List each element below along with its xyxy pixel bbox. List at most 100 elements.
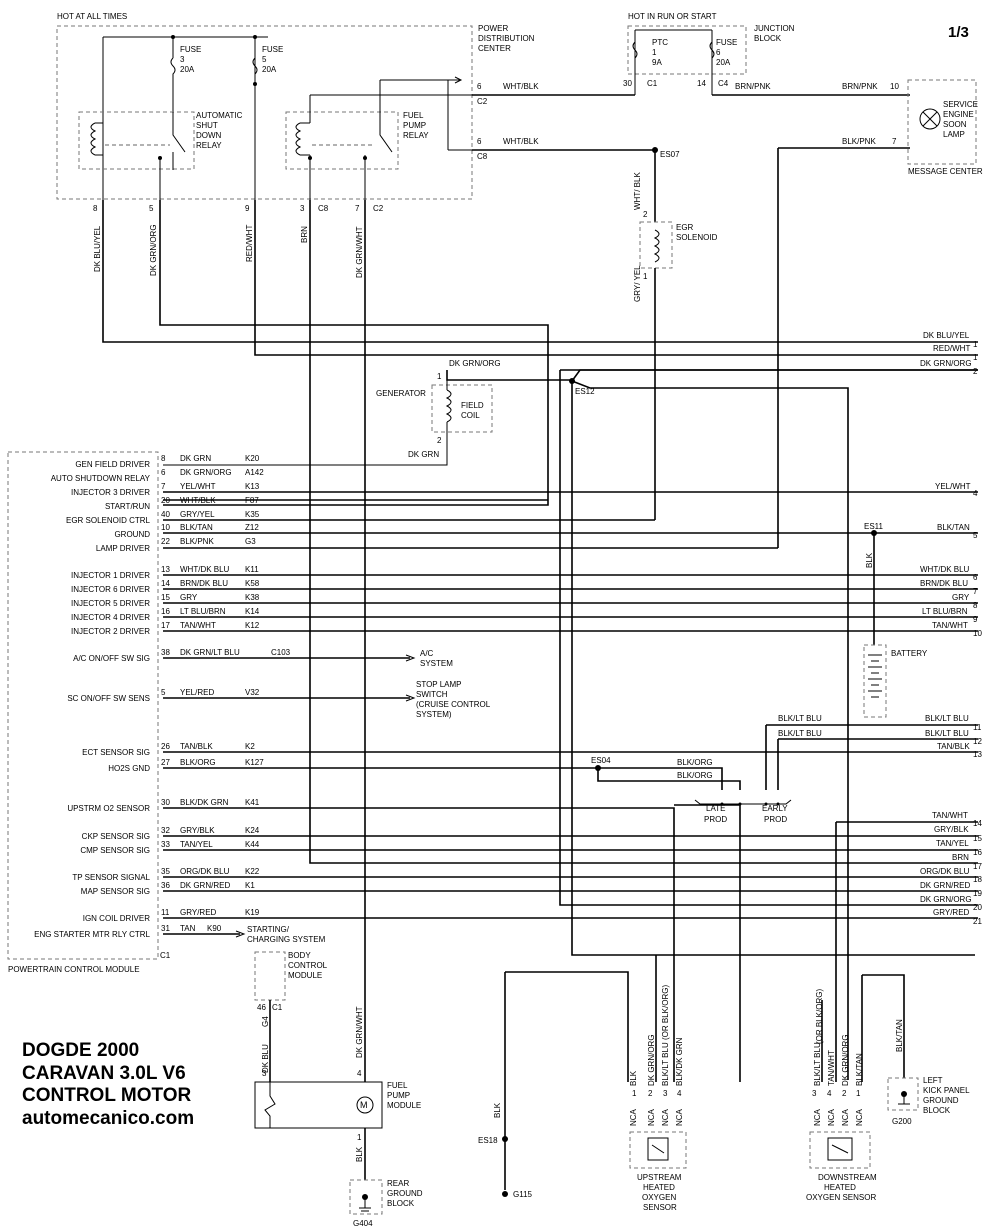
pcm-pin-number: 31 xyxy=(161,924,170,933)
svg-text:MODULE: MODULE xyxy=(387,1101,421,1110)
svg-text:1: 1 xyxy=(357,1133,362,1142)
junction-block: HOT IN RUN OR START JUNCTION BLOCK PTC 1… xyxy=(623,12,910,96)
svg-text:C4: C4 xyxy=(718,79,729,88)
pcm-wire-color: YEL/RED xyxy=(180,688,214,697)
svg-text:BLOCK: BLOCK xyxy=(387,1199,415,1208)
powertrain-control-module: POWERTRAIN CONTROL MODULE C1 xyxy=(7,451,171,974)
svg-text:automecanico.com: automecanico.com xyxy=(22,1108,194,1129)
pcm-circuit-id: K13 xyxy=(245,482,260,491)
pcm-circuit-id: K24 xyxy=(245,826,260,835)
svg-text:4: 4 xyxy=(973,489,978,498)
svg-text:DK GRN/ORG: DK GRN/ORG xyxy=(149,224,158,276)
pcm-wire-color: BLK/ORG xyxy=(180,758,216,767)
svg-text:BLK/PNK: BLK/PNK xyxy=(842,137,876,146)
prod-bracket xyxy=(694,799,792,805)
svg-text:2: 2 xyxy=(842,1089,847,1098)
pcm-wire-color: GRY/RED xyxy=(180,908,217,917)
svg-text:5: 5 xyxy=(262,55,267,64)
svg-text:10: 10 xyxy=(973,629,982,638)
svg-text:BODY: BODY xyxy=(288,951,311,960)
page-number: 1/3 xyxy=(948,24,969,41)
svg-text:EGR: EGR xyxy=(676,223,694,232)
pcm-circuit-id: K1 xyxy=(245,881,255,890)
svg-text:30: 30 xyxy=(623,79,632,88)
svg-text:TAN/BLK: TAN/BLK xyxy=(937,742,970,751)
svg-text:CHARGING SYSTEM: CHARGING SYSTEM xyxy=(247,935,326,944)
egr-solenoid: ES07 WHT/ BLK 2 EGR SOLENOID 1 GRY/ YEL xyxy=(633,147,718,520)
svg-text:FUSE: FUSE xyxy=(262,45,283,54)
svg-text:TAN/WHT: TAN/WHT xyxy=(827,1050,836,1086)
pcm-circuit-id: G3 xyxy=(245,537,256,546)
svg-text:9: 9 xyxy=(245,204,250,213)
svg-text:DK GRN/WHT: DK GRN/WHT xyxy=(355,1006,364,1058)
pcm-function-label: INJECTOR 1 DRIVER xyxy=(71,571,150,580)
pcm-wire-color: DK GRN/RED xyxy=(180,881,230,890)
pcm-pin-number: 35 xyxy=(161,867,170,876)
svg-text:OXYGEN SENSOR: OXYGEN SENSOR xyxy=(806,1193,876,1202)
svg-text:GRY/BLK: GRY/BLK xyxy=(934,825,969,834)
pcm-function-label: SC ON/OFF SW SENS xyxy=(67,694,150,703)
svg-text:5: 5 xyxy=(149,204,154,213)
svg-text:BLK/LT BLU: BLK/LT BLU xyxy=(925,714,969,723)
svg-text:GENERATOR: GENERATOR xyxy=(376,389,426,398)
pcm-wire-color: TAN/WHT xyxy=(180,621,216,630)
pcm-wire-color: TAN/YEL xyxy=(180,840,213,849)
pcm-pin-number: 5 xyxy=(161,688,166,697)
svg-text:FUSE: FUSE xyxy=(716,38,737,47)
svg-text:C2: C2 xyxy=(373,204,384,213)
asd-relay xyxy=(78,111,195,170)
svg-text:JUNCTION: JUNCTION xyxy=(754,24,795,33)
ptc-icon xyxy=(632,41,638,59)
svg-text:46: 46 xyxy=(257,1003,266,1012)
svg-text:8: 8 xyxy=(973,601,978,610)
svg-text:9: 9 xyxy=(973,615,978,624)
pcm-function-label: INJECTOR 4 DRIVER xyxy=(71,613,150,622)
pcm-circuit-id: K90 xyxy=(207,924,222,933)
svg-text:3: 3 xyxy=(180,55,185,64)
pcm-function-label: A/C ON/OFF SW SIG xyxy=(73,654,150,663)
svg-text:BLK: BLK xyxy=(629,1070,638,1086)
svg-text:C8: C8 xyxy=(318,204,329,213)
svg-text:4: 4 xyxy=(357,1069,362,1078)
svg-text:ENGINE: ENGINE xyxy=(943,110,974,119)
pcm-circuit-id: K19 xyxy=(245,908,260,917)
svg-text:BLK/ORG: BLK/ORG xyxy=(677,771,713,780)
svg-text:7: 7 xyxy=(355,204,360,213)
svg-text:HEATED: HEATED xyxy=(643,1183,675,1192)
svg-text:GROUND: GROUND xyxy=(923,1096,959,1105)
svg-text:3: 3 xyxy=(663,1089,668,1098)
pcm-pin-number: 27 xyxy=(161,758,170,767)
pcm-circuit-id: K11 xyxy=(245,565,259,574)
svg-text:G115: G115 xyxy=(513,1190,533,1199)
svg-text:SENSOR: SENSOR xyxy=(643,1203,677,1212)
pcm-wire-color: GRY/BLK xyxy=(180,826,215,835)
svg-text:7: 7 xyxy=(892,137,897,146)
svg-text:FUEL: FUEL xyxy=(403,111,424,120)
left-kick-panel-ground: BLK/TAN LEFT KICK PANEL GROUND BLOCK G20… xyxy=(861,974,970,1126)
pcm-pin-number: 6 xyxy=(161,468,166,477)
svg-text:NCA: NCA xyxy=(661,1108,670,1126)
svg-text:PTC: PTC xyxy=(652,38,668,47)
svg-text:MODULE: MODULE xyxy=(288,971,322,980)
svg-text:LT BLU/BRN: LT BLU/BRN xyxy=(922,607,968,616)
pcm-function-label: LAMP DRIVER xyxy=(96,544,150,553)
svg-text:PUMP: PUMP xyxy=(387,1091,410,1100)
pcm-pin-number: 7 xyxy=(161,482,166,491)
svg-text:RED/WHT: RED/WHT xyxy=(245,225,254,262)
hot-at-all-times-label: HOT AT ALL TIMES xyxy=(57,12,127,21)
pcm-circuit-id: V32 xyxy=(245,688,260,697)
svg-text:14: 14 xyxy=(973,819,982,828)
svg-text:CONTROL: CONTROL xyxy=(288,961,328,970)
svg-text:19: 19 xyxy=(973,889,982,898)
power-distribution-center: HOT AT ALL TIMES POWER DISTRIBUTION CENT… xyxy=(56,12,535,278)
pcm-circuit-id: Z12 xyxy=(245,523,259,532)
svg-text:DOWNSTREAM: DOWNSTREAM xyxy=(818,1173,877,1182)
svg-text:FUEL: FUEL xyxy=(387,1081,408,1090)
pcm-function-label: IGN COIL DRIVER xyxy=(83,914,150,923)
svg-text:YEL/WHT: YEL/WHT xyxy=(935,482,971,491)
svg-text:DK GRN/ORG: DK GRN/ORG xyxy=(449,359,501,368)
svg-text:BLK/TAN: BLK/TAN xyxy=(895,1019,904,1052)
